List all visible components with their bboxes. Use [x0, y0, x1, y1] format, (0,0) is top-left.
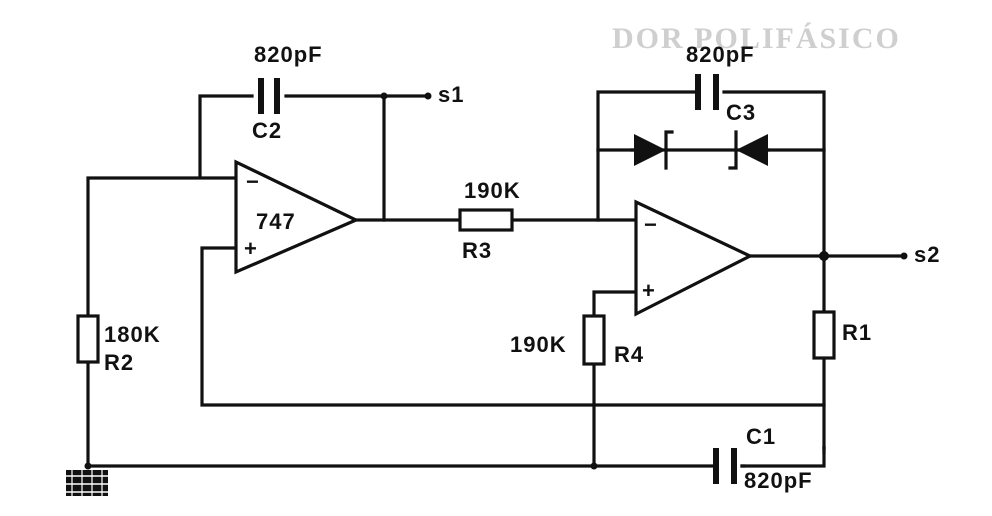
wires — [86, 90, 904, 468]
opamp1-noninverting-sign: + — [244, 236, 257, 261]
resistor-r4: 190K R4 — [510, 314, 644, 367]
s2-label: s2 — [914, 242, 940, 267]
opamp-747: − + 747 — [234, 159, 360, 275]
opamp1-inverting-sign: − — [246, 169, 259, 194]
c3-value-label: 820pF — [686, 42, 755, 67]
background-bleed-text: DOR POLIFÁSICO — [612, 22, 901, 55]
junction-dot — [84, 462, 92, 470]
s1-label: s1 — [438, 82, 464, 107]
r2-ref-label: R2 — [104, 350, 134, 375]
ground-icon — [66, 470, 108, 496]
opamp1-part-label: 747 — [256, 209, 296, 234]
r4-ref-label: R4 — [614, 342, 644, 367]
c1-value-label: 820pF — [744, 468, 813, 493]
junction-dot — [380, 92, 388, 100]
opamp-2: − + — [634, 199, 754, 317]
r1-ref-label: R1 — [842, 320, 872, 345]
c3-ref-label: C3 — [726, 100, 756, 125]
resistor-r3: 190K R3 — [458, 178, 521, 263]
capacitor-c3: 820pF C3 — [686, 42, 756, 125]
junction-dot — [819, 251, 829, 261]
resistor-r1: R1 — [812, 310, 872, 360]
c2-ref-label: C2 — [252, 118, 282, 143]
r3-value-label: 190K — [464, 178, 521, 203]
r4-value-label: 190K — [510, 332, 567, 357]
s2-terminal — [900, 252, 908, 260]
capacitor-c1: C1 820pF — [713, 424, 826, 493]
r2-value-label: 180K — [104, 322, 161, 347]
r3-ref-label: R3 — [462, 238, 492, 263]
c1-ref-label: C1 — [746, 424, 776, 449]
zener-diode-pair — [630, 130, 770, 170]
junction-dot — [590, 462, 598, 470]
c2-value-label: 820pF — [254, 42, 323, 67]
opamp2-noninverting-sign: + — [642, 278, 655, 303]
s1-terminal — [424, 92, 432, 100]
opamp2-inverting-sign: − — [644, 212, 657, 237]
capacitor-c2: 820pF C2 — [252, 42, 323, 143]
resistor-r2: 180K R2 — [76, 314, 161, 375]
